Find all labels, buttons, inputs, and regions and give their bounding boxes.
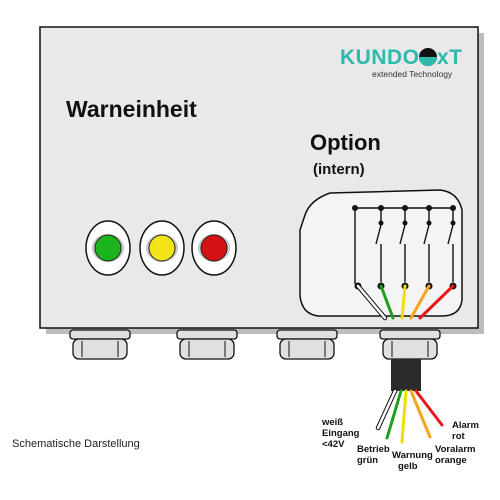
lamp-green <box>85 220 131 276</box>
label-orange: Voralarm orange <box>435 444 475 466</box>
lamp-green-light <box>94 234 122 262</box>
unit-title: Warneinheit <box>66 96 197 122</box>
label-gruen-line2: grün <box>357 455 378 466</box>
cable-gland-4 <box>379 329 441 360</box>
external-wires <box>375 388 444 444</box>
lamp-red <box>191 220 237 276</box>
label-gelb-line1: Warnung <box>392 450 433 461</box>
relay-contacts <box>354 207 455 284</box>
logo-tagline: extended Technology <box>372 69 453 79</box>
lamp-red-light <box>200 234 228 262</box>
option-subtitle: (intern) <box>313 161 365 178</box>
label-gelb-line2: gelb <box>398 461 418 472</box>
lamp-yellow <box>139 220 185 276</box>
label-weiss-line2: Eingang <box>322 428 360 439</box>
logo-wordmark-part2: xT <box>437 46 463 69</box>
option-title: Option <box>310 130 381 155</box>
label-weiss-line3: <42V <box>322 439 345 450</box>
cable-gland-2 <box>176 329 238 360</box>
caption: Schematische Darstellung <box>12 438 140 450</box>
logo-mark-accent <box>419 57 437 66</box>
cable-gland-1 <box>69 329 131 360</box>
label-orange-line1: Voralarm <box>435 444 475 455</box>
label-gruen: Betrieb grün <box>357 444 390 466</box>
label-rot: Alarm rot <box>452 420 479 442</box>
label-gruen-line1: Betrieb <box>357 444 390 455</box>
label-rot-line2: rot <box>452 431 466 442</box>
kundo-logo: KUNDO xT extended Technology <box>340 46 463 79</box>
label-orange-line2: orange <box>435 455 467 466</box>
label-rot-line1: Alarm <box>452 420 479 431</box>
label-weiss-line1: weiß <box>321 417 343 428</box>
cable-gland-3 <box>276 329 338 360</box>
label-gelb: Warnung gelb <box>392 450 433 472</box>
lamp-yellow-light <box>148 234 176 262</box>
cable-sheath <box>391 359 421 391</box>
logo-wordmark-part1: KUNDO <box>340 46 420 69</box>
label-weiss: weiß Eingang <42V <box>321 417 360 450</box>
internal-wires <box>355 283 455 321</box>
